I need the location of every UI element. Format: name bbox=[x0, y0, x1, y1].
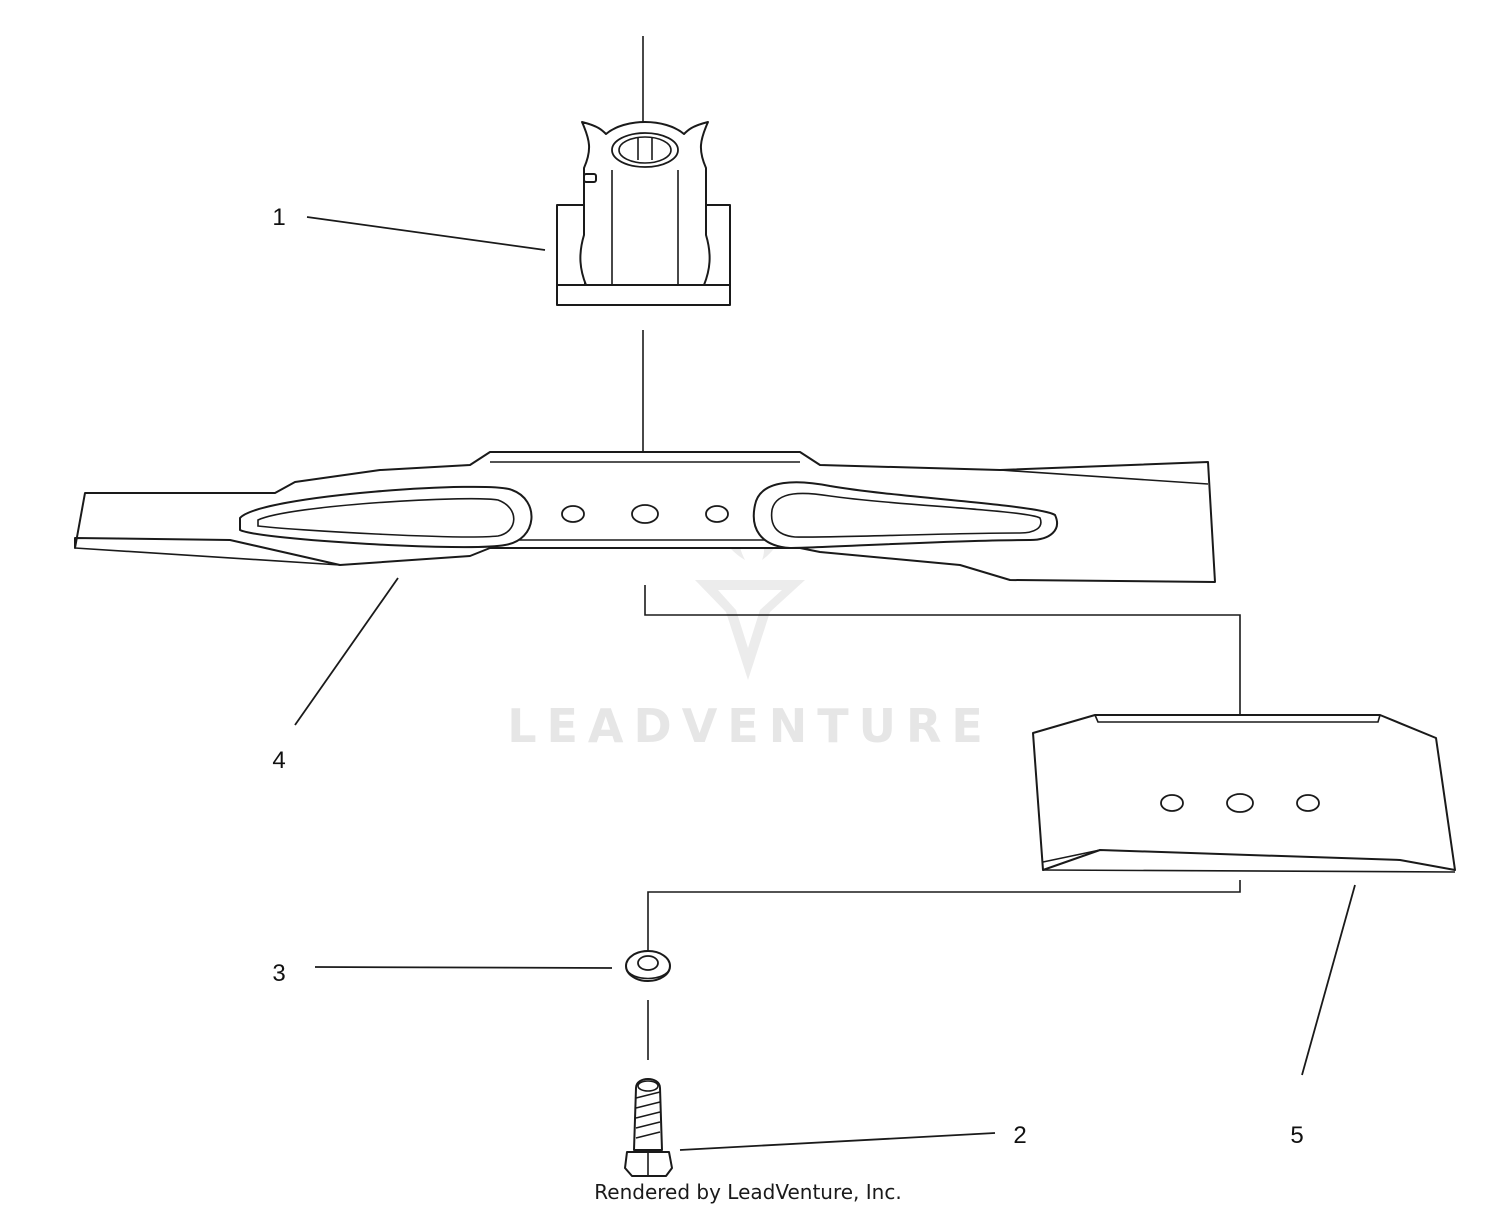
leader-line-2 bbox=[679, 1132, 996, 1151]
callout-5: 5 bbox=[1290, 1122, 1303, 1149]
callout-4: 4 bbox=[272, 747, 285, 774]
leader-line-1 bbox=[306, 216, 546, 251]
render-credit: Rendered by LeadVenture, Inc. bbox=[594, 1180, 901, 1204]
leader-line-5 bbox=[1301, 884, 1356, 1076]
part-3-washer bbox=[625, 950, 671, 1060]
leader-line-4 bbox=[294, 577, 399, 726]
part-2-bolt bbox=[624, 1078, 673, 1177]
callout-2: 2 bbox=[1013, 1122, 1026, 1149]
part-5-blade-stiffener bbox=[647, 714, 1456, 950]
part-1-blade-adapter bbox=[556, 36, 731, 505]
watermark-text: LEADVENTURE bbox=[507, 699, 993, 753]
callout-3: 3 bbox=[272, 960, 285, 987]
leader-line-3 bbox=[314, 966, 613, 969]
part-4-mower-blade bbox=[74, 451, 1241, 800]
callout-1: 1 bbox=[272, 204, 285, 231]
